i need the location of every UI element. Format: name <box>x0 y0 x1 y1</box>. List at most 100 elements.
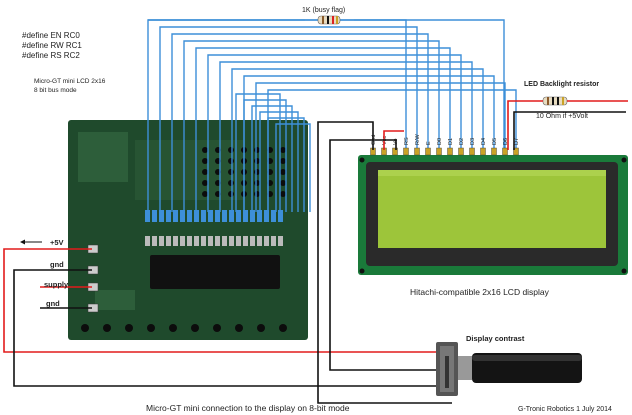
header-pin <box>201 236 206 246</box>
busy-flag-resistor-label: 1K (busy flag) <box>302 7 345 14</box>
header-pin <box>159 210 164 222</box>
header-pin <box>271 236 276 246</box>
contrast-label: Display contrast <box>466 334 525 343</box>
header-pin <box>166 210 171 222</box>
header-pin <box>229 236 234 246</box>
header-pin <box>257 236 262 246</box>
header-pin <box>250 210 255 222</box>
pcb-hole <box>279 324 287 332</box>
header-pin <box>145 210 150 222</box>
header-pin <box>194 210 199 222</box>
pcb-hole <box>228 180 234 186</box>
pcb-hole <box>191 324 199 332</box>
lcd-pin-label: D3 <box>470 138 476 145</box>
data-wire <box>243 99 287 212</box>
lcd-pin <box>436 147 442 156</box>
data-wire <box>159 26 418 212</box>
lcd-pin-label: RS <box>404 137 410 145</box>
pcb-header-pins <box>87 210 283 313</box>
data-wire <box>275 123 311 212</box>
pcb-hole <box>169 324 177 332</box>
lcd-pin-label: D2 <box>459 138 465 145</box>
lcd-pin <box>480 147 486 156</box>
power-wires <box>3 100 628 404</box>
gnd-label-1: gnd <box>50 260 64 269</box>
header-pin <box>236 236 241 246</box>
lcd-pin-label: D6 <box>503 138 509 145</box>
header-pin <box>229 210 234 222</box>
header-pin <box>278 236 283 246</box>
pcb-hole <box>254 158 260 164</box>
led-resistor-note: 10 Ohm if +5Volt <box>536 113 588 120</box>
header-pin <box>187 236 192 246</box>
header-pin <box>166 236 171 246</box>
gnd-label-2: gnd <box>46 299 60 308</box>
header-pin <box>173 236 178 246</box>
define-rs: #define RS RC2 <box>22 51 80 60</box>
header-pin <box>145 236 150 246</box>
pcb-hole <box>280 147 286 153</box>
pcb-hole <box>280 169 286 175</box>
data-wire <box>259 111 299 212</box>
header-pin <box>194 236 199 246</box>
data-wire <box>251 105 293 212</box>
lcd-pin-label: E <box>426 141 432 145</box>
supply-label: supply <box>44 280 69 289</box>
data-wire <box>183 40 440 212</box>
pcb-hole <box>254 191 260 197</box>
data-wire <box>171 33 429 212</box>
micro-gt-mini-board <box>68 120 308 340</box>
led-backlight-resistor <box>542 96 568 106</box>
data-wire <box>219 61 473 212</box>
header-pin <box>159 236 164 246</box>
define-en: #define EN RC0 <box>22 31 80 40</box>
data-wire <box>195 47 451 212</box>
header-pin <box>152 236 157 246</box>
header-pin <box>257 210 262 222</box>
pcb-hole <box>254 147 260 153</box>
pcb-hole <box>81 324 89 332</box>
pcb-hole <box>228 169 234 175</box>
data-wire <box>255 82 506 212</box>
lcd-pin-label: D7 <box>514 138 520 145</box>
header-pin <box>236 210 241 222</box>
pcb-hole <box>213 324 221 332</box>
pcb-hole <box>228 158 234 164</box>
lcd-pin <box>425 147 431 156</box>
data-wire <box>231 68 484 212</box>
busy-flag-wire <box>354 19 505 148</box>
lcd-pin <box>469 147 475 156</box>
pcb-hole <box>280 180 286 186</box>
plus5v-arrowhead <box>20 239 25 245</box>
pcb-hole <box>280 191 286 197</box>
pcb-hole <box>202 147 208 153</box>
header-pin <box>264 236 269 246</box>
lcd-pin <box>392 147 398 156</box>
pcb-hole <box>254 169 260 175</box>
data-wire <box>267 117 305 212</box>
data-bus-wires <box>147 19 517 212</box>
lcd-pin <box>502 147 508 156</box>
board-subtitle: 8 bit bus mode <box>34 87 77 94</box>
header-pin <box>208 210 213 222</box>
pcb-hole <box>228 147 234 153</box>
lcd-pin <box>458 147 464 156</box>
header-pin <box>243 210 248 222</box>
header-pin <box>215 236 220 246</box>
header-pin <box>187 210 192 222</box>
lcd-pin <box>491 147 497 156</box>
header-pin <box>222 236 227 246</box>
footer-caption: Micro-GT mini connection to the display … <box>146 403 350 413</box>
lcd-module <box>358 155 628 275</box>
pcb-hole <box>254 180 260 186</box>
busy-flag-resistor <box>305 15 354 25</box>
plus5v-label: +5V <box>50 238 64 247</box>
header-pin <box>201 210 206 222</box>
pcb-hole <box>280 158 286 164</box>
lcd-pin-label: D0 <box>437 138 443 145</box>
lcd-pin <box>403 147 409 156</box>
header-pin <box>208 236 213 246</box>
footer-credit: G-Tronic Robotics 1 July 2014 <box>518 406 612 413</box>
pcb-hole <box>202 191 208 197</box>
